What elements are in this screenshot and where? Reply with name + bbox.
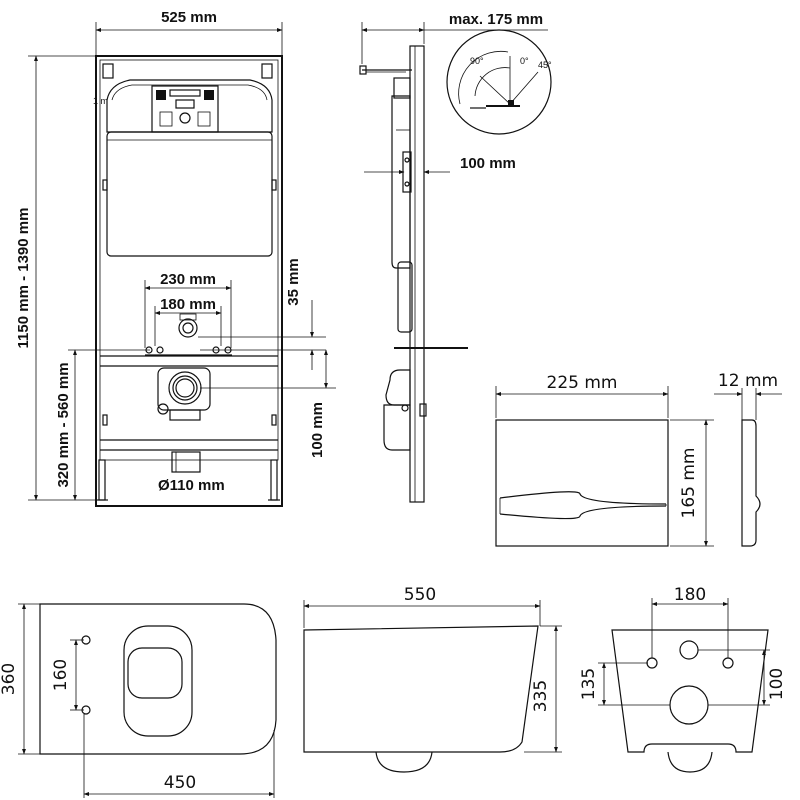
side-offset-label: 100 mm — [460, 155, 516, 172]
plate-height-label: 165 mm — [679, 448, 699, 519]
drain-height-label: 320 mm - 560 mm — [55, 362, 72, 487]
angle-90-label: 90° — [470, 56, 484, 66]
diameter-label: Ø110 mm — [158, 477, 225, 494]
frame-side-dimensions: max. 175 mm 100 mm — [361, 11, 548, 174]
offset-100-label: 100 mm — [309, 402, 326, 458]
toilet-side-dimensions: 550 335 — [303, 585, 562, 753]
angle-45-label: 45° — [538, 60, 552, 70]
side-depth-label: max. 175 mm — [449, 11, 543, 28]
flush-plate-front — [495, 419, 669, 547]
frame-width-label: 525 mm — [161, 9, 217, 26]
back-right-height-label: 100 — [767, 668, 787, 700]
toilet-depth-label: 360 — [0, 663, 19, 695]
toilet-side-length-label: 550 — [404, 585, 436, 605]
toilet-side-height-label: 335 — [531, 680, 551, 712]
toilet-top-dimensions: 360 160 450 — [0, 603, 275, 798]
toilet-top-view — [39, 603, 277, 755]
toilet-side-view — [303, 625, 539, 773]
flush-plate-dimensions: 225 mm 165 mm 12 mm — [495, 371, 782, 547]
spacing-230-label: 230 mm — [160, 271, 216, 288]
angle-0-label: 0° — [520, 56, 529, 66]
spacing-180-label: 180 mm — [160, 296, 216, 313]
scale-mark-text: 1 m — [93, 96, 108, 106]
back-left-height-label: 135 — [579, 668, 599, 700]
plate-thickness-label: 12 mm — [718, 371, 778, 391]
frame-front-view: 1 m — [93, 55, 283, 507]
frame-front-dimensions: 525 mm 1150 mm - 1390 mm 320 mm - 560 mm… — [15, 9, 336, 501]
angle-detail: 90° 0° 45° — [446, 29, 552, 135]
frame-side-view — [359, 45, 468, 503]
toilet-length-label: 450 — [164, 773, 196, 793]
flush-plate-side — [741, 419, 761, 547]
frame-height-label: 1150 mm - 1390 mm — [15, 208, 32, 349]
gap-35-label: 35 mm — [285, 258, 302, 306]
plate-width-label: 225 mm — [547, 373, 618, 393]
toilet-back-view — [611, 629, 769, 773]
holes-spacing-label: 160 — [51, 659, 71, 691]
back-width-label: 180 — [674, 585, 706, 605]
toilet-back-dimensions: 180 135 100 — [579, 585, 787, 706]
